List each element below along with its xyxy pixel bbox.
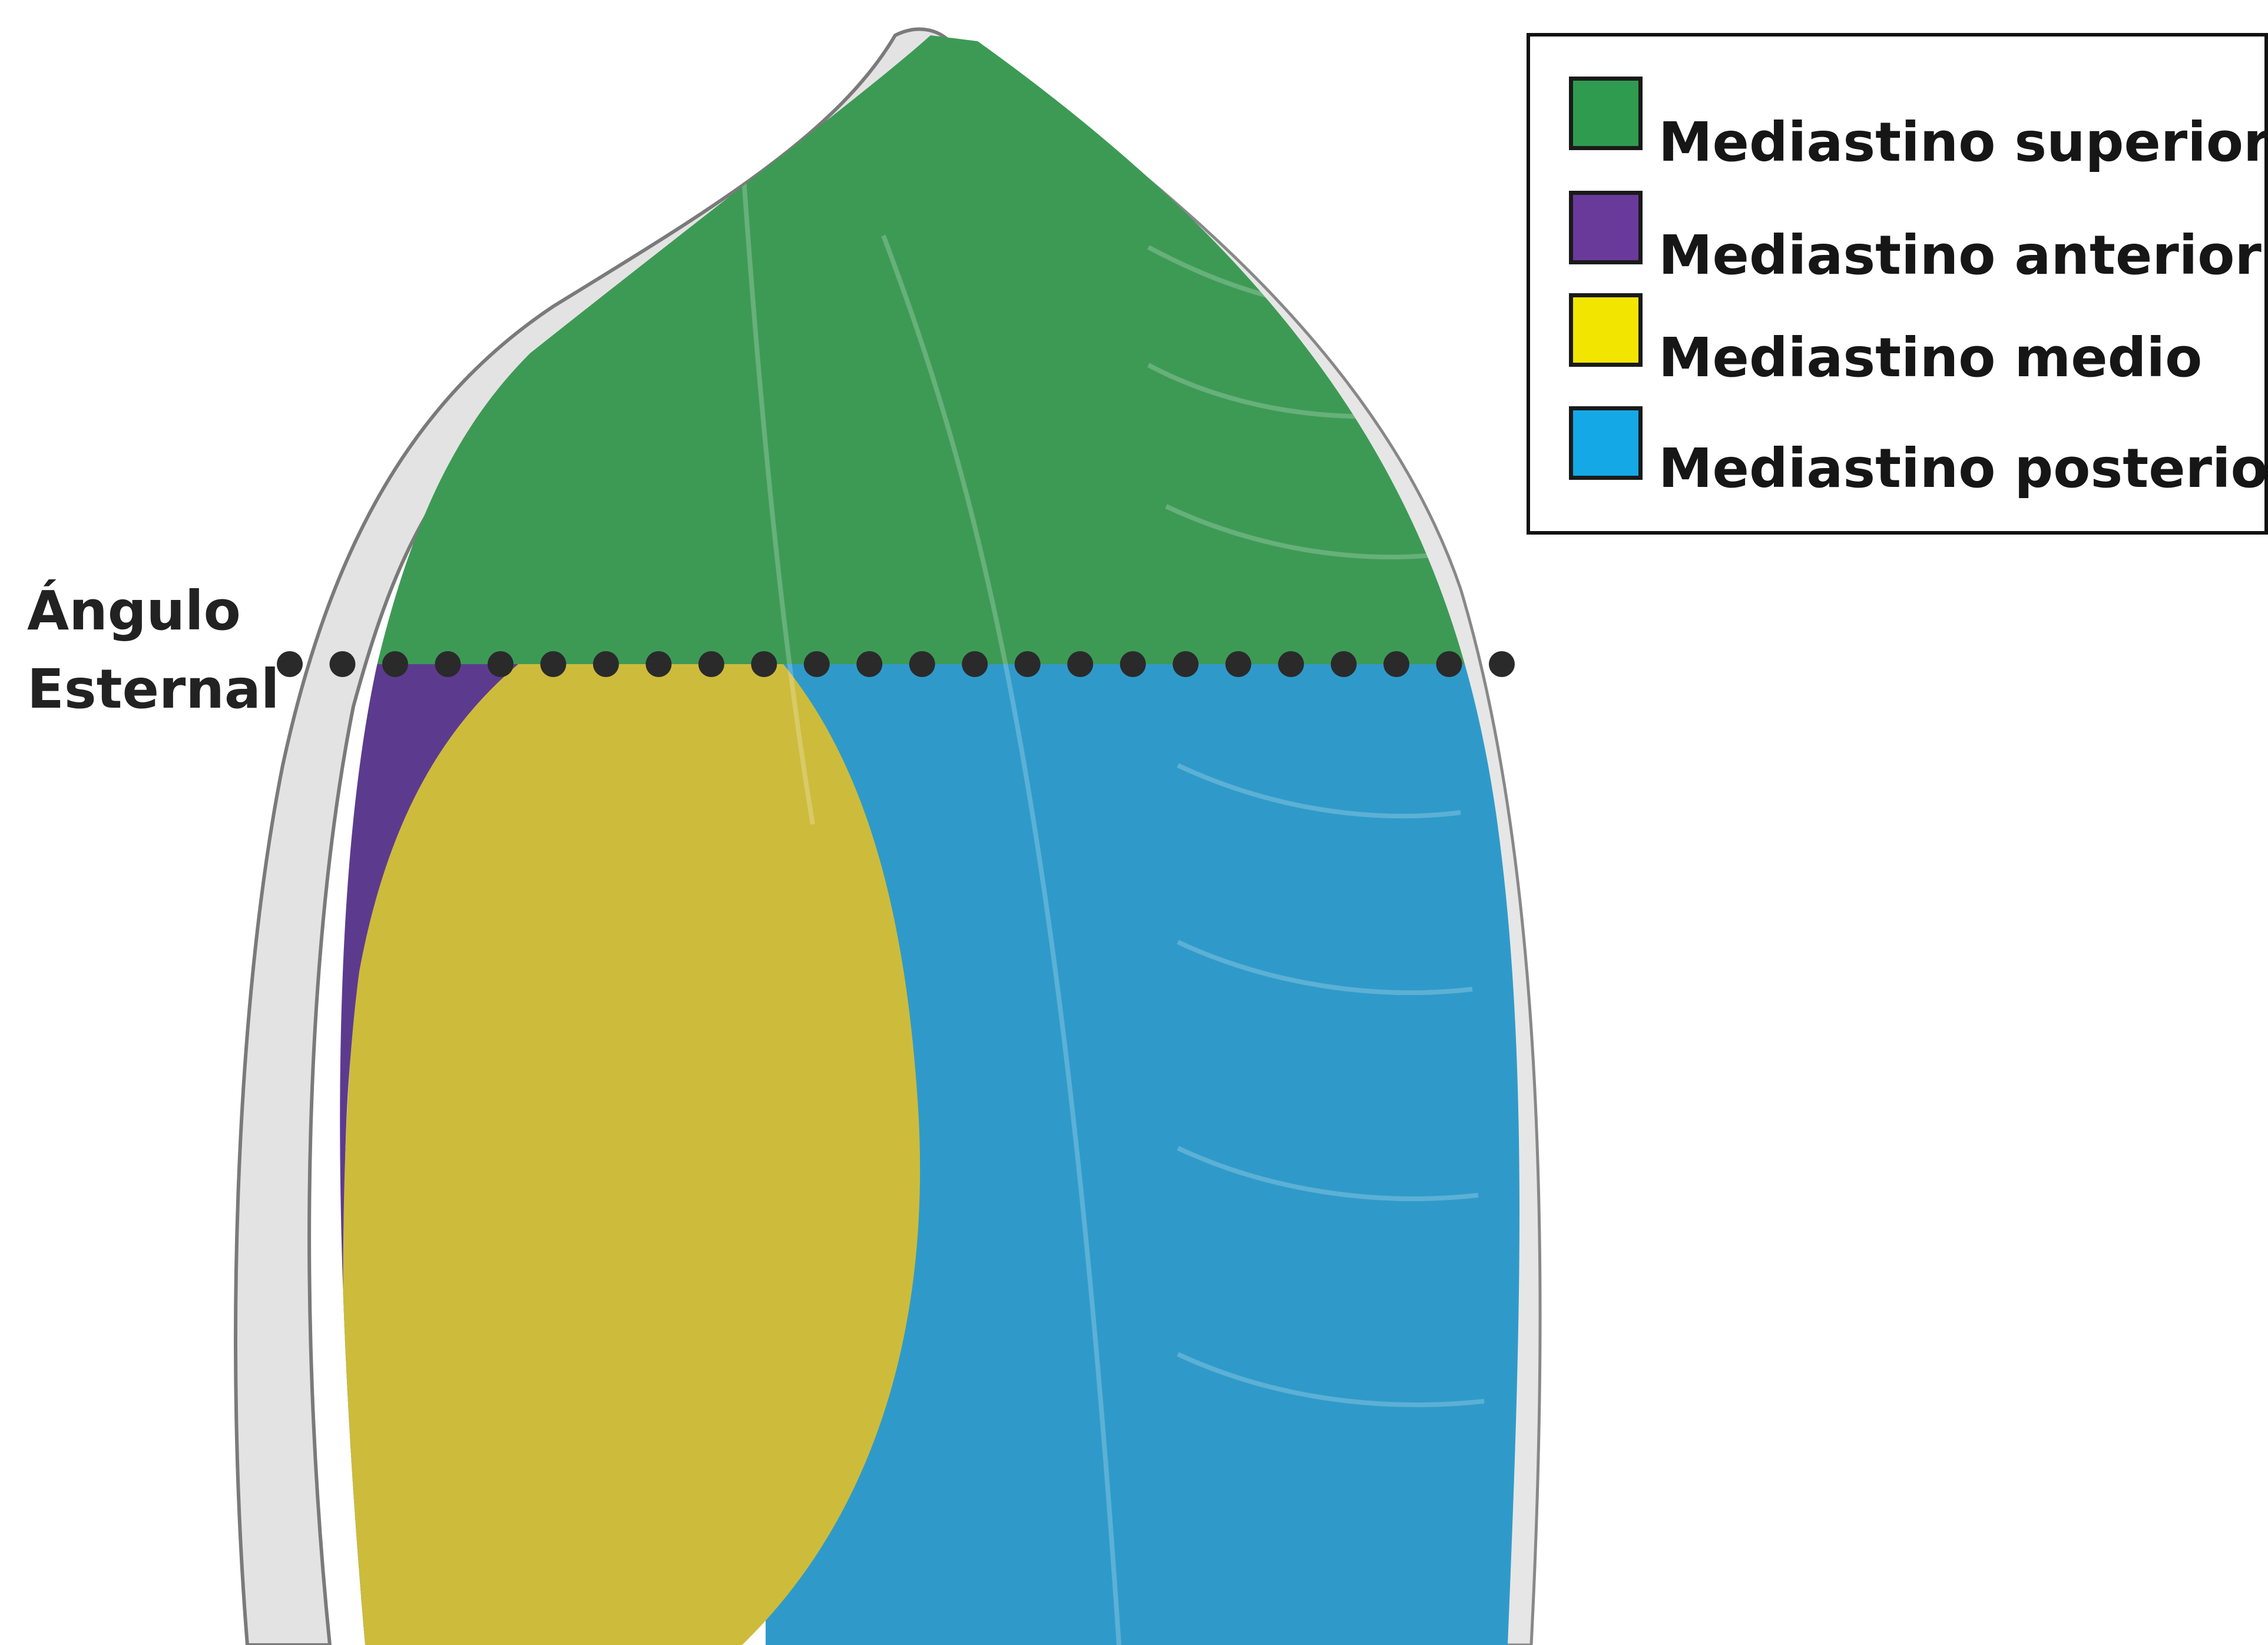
sternal-angle-dot: [1278, 651, 1304, 677]
sternal-angle-label-line2: Esternal: [27, 662, 279, 717]
legend-label-posterior: Mediastino posterior: [1658, 442, 2268, 496]
region-medio: [343, 664, 921, 1645]
legend-swatch-anterior: [1569, 191, 1643, 264]
sternal-angle-dot: [1331, 651, 1357, 677]
sternal-angle-dot: [382, 651, 408, 677]
legend-label-anterior: Mediastino anterior: [1658, 228, 2262, 283]
sternal-angle-dot: [1015, 651, 1041, 677]
sternal-angle-dot: [593, 651, 619, 677]
sternal-angle-dot: [1383, 651, 1409, 677]
legend-swatch-superior: [1569, 77, 1643, 150]
sternal-angle-dot: [329, 651, 355, 677]
legend-swatch-medio: [1569, 293, 1643, 367]
sternal-angle-dot: [435, 651, 461, 677]
legend-swatch-posterior: [1569, 406, 1643, 480]
sternal-angle-dot: [698, 651, 724, 677]
sternal-angle-dot: [277, 651, 303, 677]
sternal-angle-dot: [751, 651, 777, 677]
sternal-angle-dot: [804, 651, 830, 677]
legend: Mediastino superior Mediastino anterior …: [1527, 33, 2268, 535]
sternal-angle-dot: [540, 651, 566, 677]
sternal-angle-dot: [1436, 651, 1462, 677]
sternal-angle-dot: [909, 651, 935, 677]
legend-label-medio: Mediastino medio: [1658, 331, 2202, 385]
sternal-angle-dot: [962, 651, 988, 677]
sternal-angle-dot: [1120, 651, 1146, 677]
sternal-angle-label-line1: Ángulo: [27, 584, 241, 638]
sternal-angle-dot: [1489, 651, 1515, 677]
sternal-angle-dot: [488, 651, 514, 677]
sternal-angle-dot: [1226, 651, 1251, 677]
sternal-angle-dot: [645, 651, 671, 677]
legend-label-superior: Mediastino superior: [1658, 115, 2268, 170]
sternal-angle-dot: [1067, 651, 1093, 677]
sternal-angle-dot: [1173, 651, 1198, 677]
sternal-angle-dot: [856, 651, 882, 677]
